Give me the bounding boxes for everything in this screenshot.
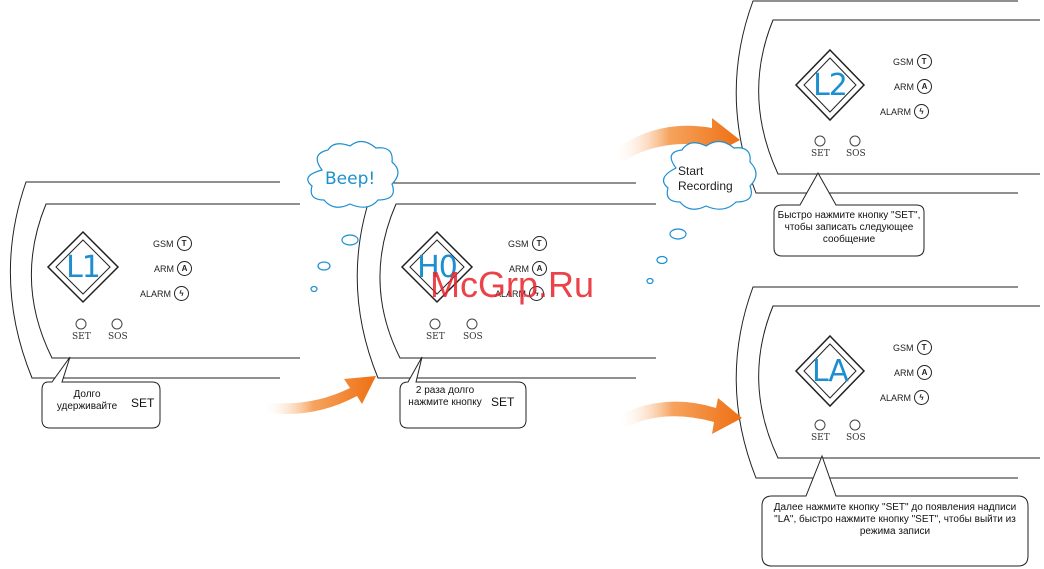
set-label-1: SET <box>72 332 91 342</box>
set-label-3: SET <box>811 149 830 159</box>
set-button-2 <box>429 318 441 330</box>
signal-icon: T <box>916 340 932 355</box>
sos-label-4: SOS <box>846 433 866 443</box>
callout-3-text: Быстро нажмите кнопку "SET", чтобы запис… <box>777 210 921 245</box>
lightning-icon: ϟ <box>914 104 930 119</box>
sos-button-3 <box>849 135 861 147</box>
callout-shape-4 <box>761 454 1029 567</box>
callout-shape-1 <box>41 356 161 429</box>
lightning-icon: ϟ <box>174 286 190 301</box>
set-button-3 <box>814 135 826 147</box>
device-panel-3 <box>735 0 1040 194</box>
lock-icon: A <box>177 261 192 276</box>
callout-shape-3 <box>773 171 925 257</box>
callout-1-key: SET <box>131 396 155 410</box>
device-panel-1 <box>9 181 300 379</box>
sos-label-3: SOS <box>846 149 866 159</box>
sos-button-2 <box>466 318 478 330</box>
watermark: McGrp.Ru <box>430 264 595 305</box>
callout-2-text: 2 раза долго нажмите кнопку <box>408 385 482 408</box>
display-readout-2: H0 <box>417 249 458 285</box>
callout-2-key: SET <box>491 395 515 409</box>
lock-icon: A <box>917 365 932 380</box>
beep-label: Beep! <box>325 169 376 189</box>
set-label-2: SET <box>426 332 445 342</box>
set-button-1 <box>75 318 87 330</box>
beep-cloud <box>307 140 399 293</box>
lightning-icon: ϟ <box>529 286 545 301</box>
start-label: Start <box>678 164 704 178</box>
callout-4-text: Далее нажмите кнопку "SET" до появления … <box>773 502 1017 537</box>
sos-button-4 <box>849 419 861 431</box>
arrow-1 <box>262 376 376 414</box>
arrow-2 <box>612 118 740 162</box>
set-label-4: SET <box>811 433 830 443</box>
device-panel-4 <box>735 286 1040 479</box>
start-recording-cloud <box>646 140 757 285</box>
display-readout-3: L2 <box>813 67 848 103</box>
signal-icon: T <box>916 54 932 69</box>
lock-icon: A <box>532 261 547 276</box>
display-readout-4: LA <box>812 353 849 389</box>
sos-label-1: SOS <box>108 332 128 342</box>
signal-icon: T <box>531 236 547 251</box>
lock-icon: A <box>917 79 932 94</box>
callout-shape-2 <box>399 356 527 429</box>
arrow-3 <box>616 398 742 434</box>
set-button-4 <box>814 419 826 431</box>
sos-label-2: SOS <box>463 332 483 342</box>
lightning-icon: ϟ <box>914 390 930 405</box>
signal-icon: T <box>176 236 192 251</box>
recording-label: Recording <box>678 179 733 193</box>
sos-button-1 <box>111 318 123 330</box>
callout-1-text: Долго удерживайте <box>56 389 118 412</box>
display-readout-1: L1 <box>66 249 101 285</box>
